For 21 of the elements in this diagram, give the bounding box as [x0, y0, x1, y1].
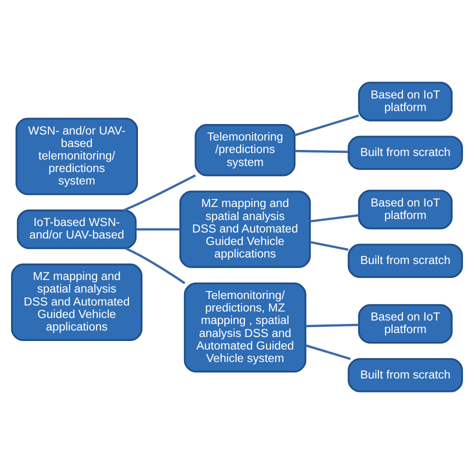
node-box: MZ mapping and spatial analysis DSS and Automated Guided Vehicle applications [11, 264, 142, 341]
node-box: MZ mapping and spatial analysis DSS and Automated Guided Vehicle applications [179, 190, 311, 268]
connector [305, 344, 351, 360]
node-box: Built from scratch [348, 244, 463, 278]
connector [136, 228, 180, 230]
node-box: Based on IoT platform [358, 190, 453, 230]
connector [310, 240, 349, 251]
connector [310, 214, 360, 222]
node-box: IoT-based WSN- and/or UAV-based [16, 210, 137, 250]
connector [294, 150, 349, 153]
node-box: Telemonitoring /predictions system [194, 124, 296, 176]
node-box: Based on IoT platform [358, 82, 453, 122]
node-box: Built from scratch [348, 136, 463, 170]
connector [123, 174, 196, 212]
node-box: Built from scratch [348, 358, 463, 392]
node-box: Based on IoT platform [358, 304, 453, 344]
node-box: Telemonitoring/ predictions, MZ mapping , spatial analysis DSS and Automated Guided Vehicle system [184, 282, 306, 372]
node-box: WSN- and/or UAV-based telemonitoring/ predictions system [16, 118, 138, 196]
connector [305, 324, 359, 328]
connector [294, 114, 360, 136]
connector [125, 247, 186, 284]
